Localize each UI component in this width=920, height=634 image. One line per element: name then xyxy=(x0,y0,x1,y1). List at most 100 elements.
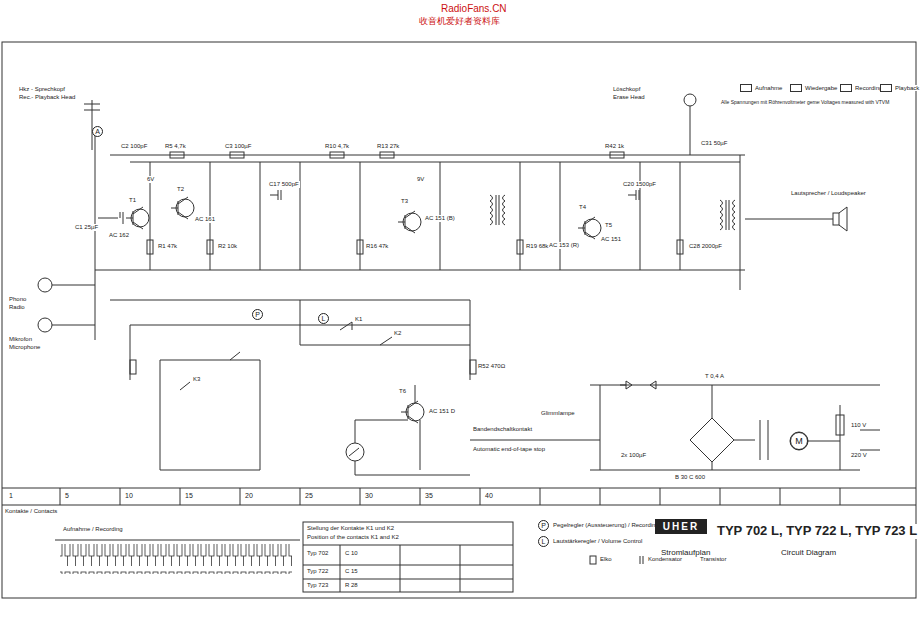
component-label: Position of the contacts K1 and K2 xyxy=(306,534,400,541)
legend-text: Aufnahme xyxy=(755,85,782,91)
node-text: A xyxy=(95,128,100,135)
legend-text: Wiedergabe xyxy=(805,85,837,91)
component-label: C28 2000pF xyxy=(688,243,723,250)
component-label: T5 xyxy=(604,222,613,229)
component-label: 110 V xyxy=(850,422,867,429)
component-label: C2 100pF xyxy=(120,143,148,150)
component-label: R1 47k xyxy=(157,243,178,250)
legend-item: Wiedergabe xyxy=(790,84,837,92)
component-label: R16 47k xyxy=(365,243,389,250)
symbol-circle: P xyxy=(538,520,549,531)
legend-text: Kondensator xyxy=(648,556,682,562)
component-label: Phono xyxy=(8,296,27,303)
component-label: Voltages measured with VTVM xyxy=(820,100,890,106)
component-label: C20 1500pF xyxy=(622,181,657,188)
component-label: 220 V xyxy=(850,452,868,459)
component-label: 6V xyxy=(146,176,155,183)
component-label: Hkz - Sprechkopf xyxy=(18,86,66,93)
component-label: T2 xyxy=(176,186,185,193)
node-text: P xyxy=(541,522,546,529)
symbol-circle: P xyxy=(252,309,263,320)
component-label: 5 xyxy=(64,492,70,500)
component-label: Glimmlampe xyxy=(540,410,576,417)
legend-sample xyxy=(880,84,892,92)
node-text: L xyxy=(322,315,326,322)
legend-item: Recording xyxy=(840,84,882,92)
component-label: C1 25µF xyxy=(74,224,99,231)
node-text: P xyxy=(255,311,260,318)
component-label: T1 xyxy=(128,197,137,204)
component-label: 1 xyxy=(8,492,14,500)
component-label: C31 50µF xyxy=(700,140,728,147)
component-label: K1 xyxy=(354,316,363,323)
component-label: C17 500pF xyxy=(268,181,300,188)
component-label: Typ 722 xyxy=(306,568,329,575)
legend-sample xyxy=(840,84,852,92)
component-label: K3 xyxy=(192,376,201,383)
component-label: RadioFans.CN xyxy=(440,3,508,15)
symbol-circle: L xyxy=(318,313,329,324)
legend-item: Playback xyxy=(880,84,919,92)
component-label: 9V xyxy=(416,176,425,183)
component-label: R52 470Ω xyxy=(477,363,506,370)
component-label: R13 27k xyxy=(376,143,400,150)
component-label: R2 10k xyxy=(217,243,238,250)
component-label: 10 xyxy=(124,492,134,500)
component-label: 2x 100µF xyxy=(620,452,647,459)
component-label: T4 xyxy=(578,204,587,211)
legend-item: Elko xyxy=(600,556,612,562)
component-label: T3 xyxy=(400,198,409,205)
component-label: AC 151 xyxy=(600,236,622,243)
component-label: C 10 xyxy=(344,550,359,557)
component-label: R5 4,7k xyxy=(164,143,187,150)
component-label: Bandendschaltkontakt xyxy=(472,426,533,433)
component-label: Radio xyxy=(8,304,26,311)
component-label: Typ 723 xyxy=(306,582,329,589)
node-text: M xyxy=(795,437,803,446)
component-label: R 28 xyxy=(344,582,359,589)
component-label: AC 153 (R) xyxy=(548,242,580,249)
component-label: B 30 C 600 xyxy=(674,474,706,481)
component-label: 20 xyxy=(244,492,254,500)
component-label: 收音机爱好者资料库 xyxy=(418,16,501,26)
component-label: Mikrofon xyxy=(8,336,33,343)
component-label: Kontakte / Contacts xyxy=(4,508,58,515)
symbol-circle: A xyxy=(92,126,103,137)
component-label: 30 xyxy=(364,492,374,500)
legend-sample xyxy=(740,84,752,92)
component-label: AC 151 (B) xyxy=(424,215,456,222)
component-label: Rec.- Playback Head xyxy=(18,94,76,101)
legend-item: Aufnahme xyxy=(740,84,782,92)
node-text: L xyxy=(542,538,546,545)
component-label: AC 162 xyxy=(108,232,130,239)
component-label: Automatic end-of-tape stop xyxy=(472,446,546,453)
legend-text: Recording xyxy=(855,85,882,91)
legend-text: Elko xyxy=(600,556,612,562)
component-label: Löschkopf xyxy=(612,86,641,93)
node-text: UHER xyxy=(663,522,699,532)
component-label: 35 xyxy=(424,492,434,500)
component-label: Aufnahme / Recording xyxy=(62,526,124,533)
legend-sample xyxy=(790,84,802,92)
component-label: R19 68k xyxy=(525,243,549,250)
component-label: C 15 xyxy=(344,568,359,575)
logo-box: UHER xyxy=(655,519,707,534)
diagram-title: TYP 702 L, TYP 722 L, TYP 723 L xyxy=(716,524,918,539)
component-label: Stellung der Kontakte K1 und K2 xyxy=(306,525,395,532)
component-label: Lautstärkeregler / Volume Control xyxy=(552,538,643,545)
symbol-circle: L xyxy=(538,536,549,547)
legend-text: Transistor xyxy=(700,556,726,562)
symbol-circle: M xyxy=(790,432,808,450)
component-label: 15 xyxy=(184,492,194,500)
component-label: Erase Head xyxy=(612,94,646,101)
component-label: 40 xyxy=(484,492,494,500)
component-label: Alle Spannungen mit Röhrenvoltmeter geme… xyxy=(720,100,831,106)
legend-text: Playback xyxy=(895,85,919,91)
component-label: T 0,4 A xyxy=(704,373,725,380)
component-label: R10 4,7k xyxy=(324,143,350,150)
component-label: Microphone xyxy=(8,344,41,351)
component-label: Lautsprecher / Loudspeaker xyxy=(790,190,867,197)
component-label: K2 xyxy=(393,330,402,337)
component-label: AC 151 D xyxy=(428,408,456,415)
